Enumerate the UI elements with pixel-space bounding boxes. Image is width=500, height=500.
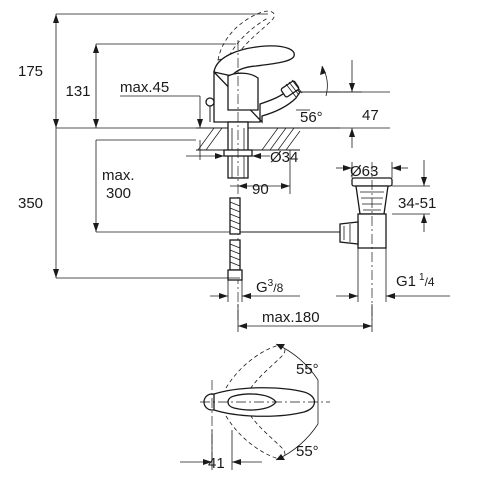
label-max180: max.180 <box>262 309 320 326</box>
popup-waste <box>339 162 393 320</box>
popup-knob <box>205 97 215 107</box>
label-dia34: Ø34 <box>270 149 298 166</box>
g38-sub: /8 <box>273 281 283 295</box>
flexible-hoses <box>227 197 243 281</box>
g114-sub: /4 <box>425 275 435 289</box>
label-56deg: 56° <box>300 109 323 126</box>
label-max45: max.45 <box>120 79 169 96</box>
dimension-labels: 175 131 max.45 56° 47 Ø34 Ø63 max. 300 3… <box>18 63 436 472</box>
g114-sup: 1 <box>419 272 425 283</box>
label-41: 41 <box>208 455 225 472</box>
label-131: 131 <box>65 83 90 100</box>
g114-base: G1 <box>396 273 416 290</box>
label-max: max. <box>102 167 135 184</box>
faucet-top-view <box>180 343 330 470</box>
label-34-51: 34-51 <box>398 195 436 212</box>
label-55deg-top: 55° <box>296 361 319 378</box>
faucet-side-view <box>196 10 340 320</box>
counter-hatch <box>197 127 301 151</box>
dimension-lines <box>53 13 450 332</box>
label-55deg-bottom: 55° <box>296 443 319 460</box>
label-g-3-8: G3/8 <box>256 278 284 296</box>
g38-sup: 3 <box>268 278 274 289</box>
label-47: 47 <box>362 107 379 124</box>
g38-base: G <box>256 279 268 296</box>
lever <box>213 45 295 77</box>
label-300: 300 <box>106 185 131 202</box>
label-175: 175 <box>18 63 43 80</box>
lever-raised-outline <box>217 10 275 61</box>
label-350: 350 <box>18 195 43 212</box>
label-dia63: Ø63 <box>350 163 378 180</box>
label-90: 90 <box>252 181 269 198</box>
